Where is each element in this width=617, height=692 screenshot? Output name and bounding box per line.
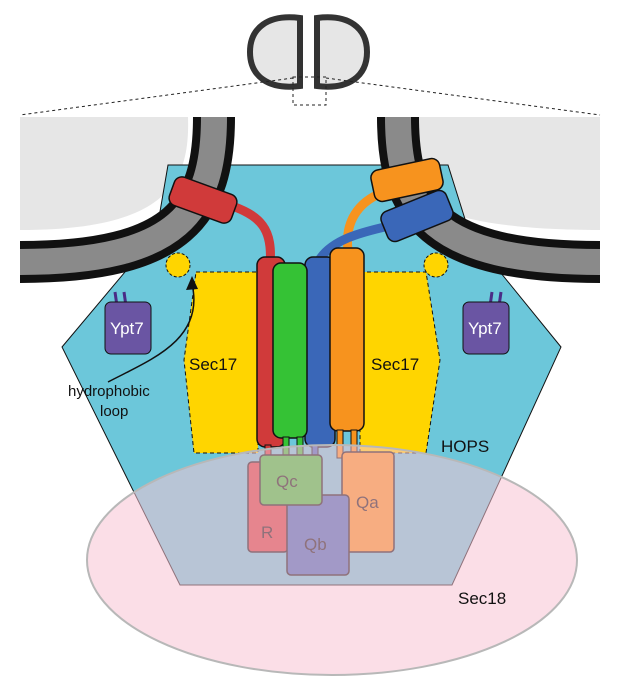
ypt7-left-label: Ypt7 xyxy=(110,319,144,338)
zoom-line-left xyxy=(19,77,294,116)
ypt7-right-label: Ypt7 xyxy=(468,319,502,338)
hydrophobic-loop-right xyxy=(423,252,449,278)
hydrophobic-loop-left xyxy=(165,252,191,278)
zoom-region-box xyxy=(292,76,327,106)
r-snare-tmd xyxy=(168,176,238,224)
qa-snare-helix xyxy=(329,247,365,432)
sec18-complex xyxy=(86,444,578,676)
qa-snare-tmd xyxy=(370,157,444,203)
sec17-left-label: Sec17 xyxy=(189,355,237,374)
hydrophobic-loop-label-line2: loop xyxy=(100,403,128,420)
ypt7-right: Ypt7 xyxy=(462,291,510,355)
hydrophobic-loop-label-line1: hydrophobic xyxy=(68,383,150,400)
qb-snare-tmd xyxy=(380,189,454,243)
hops-label: HOPS xyxy=(441,437,489,456)
zoom-line-right xyxy=(325,77,601,116)
sec17-left xyxy=(183,271,259,454)
left-membrane xyxy=(19,116,235,283)
sec18-label: Sec18 xyxy=(458,589,506,608)
hydrophobic-loop-arrowhead xyxy=(186,276,198,290)
hydrophobic-loop-arrow xyxy=(107,283,195,383)
sec17-right-label: Sec17 xyxy=(371,355,419,374)
ypt7-left: Ypt7 xyxy=(104,291,152,355)
docked-vacuoles-inset xyxy=(19,14,601,116)
qc-snare-helix xyxy=(272,262,308,439)
